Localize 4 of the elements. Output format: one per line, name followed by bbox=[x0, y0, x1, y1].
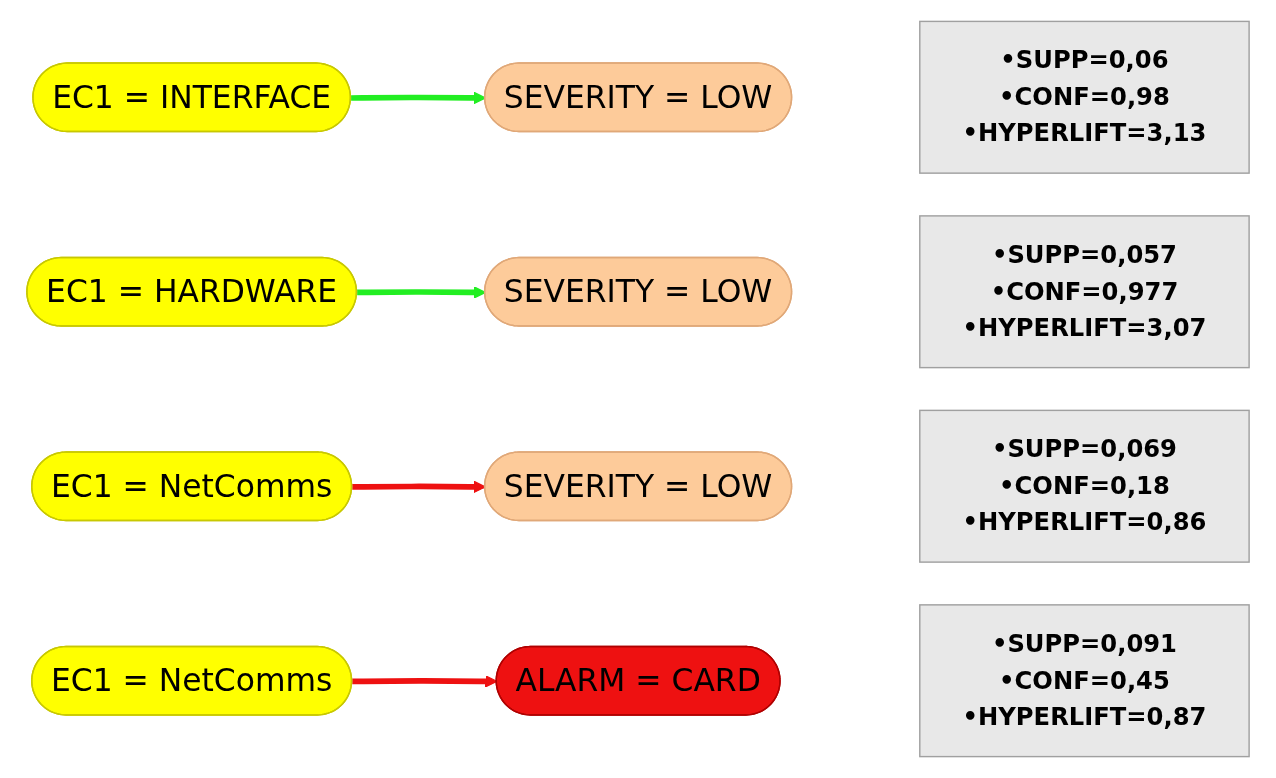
node-box: •SUPP=0,091 •CONF=0,45 •HYPERLIFT=0,87 bbox=[919, 604, 1250, 758]
node-box: •SUPP=0,06 •CONF=0,98 •HYPERLIFT=3,13 bbox=[919, 20, 1250, 174]
node-box: •SUPP=0,069 •CONF=0,18 •HYPERLIFT=0,86 bbox=[919, 409, 1250, 563]
node-box: •SUPP=0,057 •CONF=0,977 •HYPERLIFT=3,07 bbox=[919, 215, 1250, 369]
